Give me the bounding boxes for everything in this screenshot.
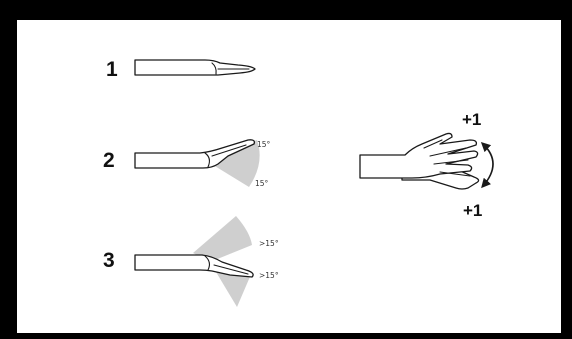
flat-hand-icon: [135, 60, 255, 75]
step-2-number: 2: [103, 149, 115, 172]
angle-label-lower-15: 15°: [255, 179, 269, 188]
step-3-number: 3: [103, 249, 115, 272]
angle-label-lower-over-15: >15°: [259, 271, 279, 280]
step-1-number: 1: [106, 58, 118, 81]
step-1: 1: [106, 58, 255, 81]
angle-label-upper-15: 15°: [257, 140, 271, 149]
step-2: 2 15° 15°: [103, 140, 271, 188]
rotation-section: +1 +1: [360, 110, 493, 220]
rotation-score-lower: +1: [463, 201, 482, 220]
rotation-arrow: [483, 144, 493, 186]
rotation-score-upper: +1: [462, 110, 481, 129]
step-3: 3 >15° >15°: [103, 216, 279, 307]
hand-flexion-icon: [135, 255, 253, 277]
angle-label-upper-over-15: >15°: [259, 239, 279, 248]
hand-rotation-icon: [360, 133, 479, 189]
